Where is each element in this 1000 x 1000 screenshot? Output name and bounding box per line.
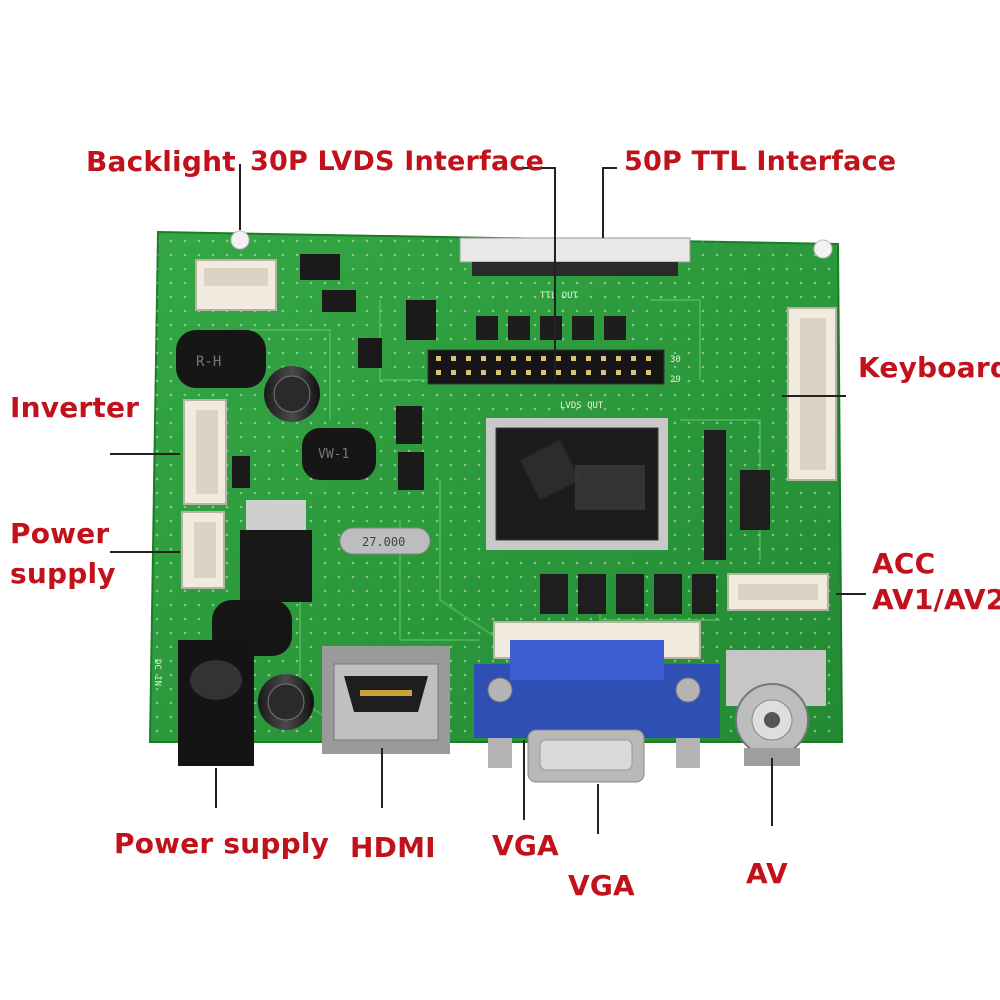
smd-array-bottom: [540, 574, 716, 614]
header-pin: [616, 356, 621, 361]
dc-in-silk: DC IN: [152, 659, 162, 686]
crystal-silk: 27.000: [362, 535, 405, 549]
small-ics: [232, 254, 436, 490]
header-pin: [481, 356, 486, 361]
dc-jack: DC IN: [152, 640, 254, 766]
lvds-out-silk: LVDS OUT: [560, 401, 604, 411]
header-pin: [451, 356, 456, 361]
keyboard-connector: [787, 307, 837, 481]
label-hdmi: HDMI: [350, 831, 436, 864]
inductor-rh: R-H: [176, 330, 266, 388]
label-keyboard: Keyboard: [858, 351, 1000, 384]
lvds-pin-header: 30 29 LVDS OUT: [427, 349, 681, 411]
av-rca-jack: [726, 650, 826, 766]
label-acc: ACC: [872, 547, 936, 580]
header-pin: [526, 370, 531, 375]
header-pin: [451, 370, 456, 375]
header-pin: [511, 356, 516, 361]
voltage-regulator: [240, 500, 312, 602]
header-pin: [436, 370, 441, 375]
header-pin: [511, 370, 516, 375]
inverter-connector: [183, 399, 227, 505]
label-inverter: Inverter: [10, 391, 140, 424]
leader-lines: [110, 164, 866, 834]
label-vga-2: VGA: [568, 869, 635, 902]
inductor-vw1: VW-1: [302, 428, 376, 480]
acc-av-connector: [727, 573, 829, 611]
label-lvds: 30P LVDS Interface: [250, 146, 545, 177]
header-pin: [631, 356, 636, 361]
header-pin: [466, 356, 471, 361]
smd-column-right: [704, 430, 770, 560]
label-power-supply-left-2: supply: [10, 557, 116, 590]
header-pin: [466, 370, 471, 375]
power-connector-side: [181, 511, 225, 589]
inductor-vw1-silk: VW-1: [318, 447, 349, 462]
label-vga-1: VGA: [492, 829, 559, 862]
capacitor-2: [258, 674, 314, 730]
crystal-oscillator: 27.000: [339, 527, 431, 555]
header-pin: [646, 356, 651, 361]
label-power-supply-left-1: Power: [10, 517, 110, 550]
ttl-fpc-connector: TTL OUT: [459, 237, 691, 301]
header-pin: [601, 356, 606, 361]
label-power-supply-bottom: Power supply: [114, 827, 330, 860]
header-pin: [601, 370, 606, 375]
header-pin: [436, 356, 441, 361]
header-pin: [631, 370, 636, 375]
header-pin: [571, 356, 576, 361]
vga-port: [474, 640, 720, 783]
ttl-out-silk: TTL OUT: [540, 291, 579, 301]
pin-29-silk: 29: [670, 375, 681, 385]
header-pin: [556, 356, 561, 361]
label-backlight: Backlight: [86, 145, 236, 178]
label-av: AV: [746, 857, 788, 890]
header-pin: [571, 370, 576, 375]
main-scaler-chip: [486, 418, 668, 550]
inductor-rh-silk: R-H: [196, 354, 221, 370]
header-pin: [616, 370, 621, 375]
label-av1-av2: AV1/AV2: [872, 583, 1000, 616]
header-pin: [646, 370, 651, 375]
smd-array-top: [476, 316, 626, 340]
label-ttl: 50P TTL Interface: [624, 146, 897, 177]
backlight-connector: [195, 259, 277, 311]
header-pin: [496, 356, 501, 361]
capacitor-1: [264, 366, 320, 422]
header-pin: [541, 356, 546, 361]
pin-30-silk: 30: [670, 355, 681, 365]
header-pin: [541, 370, 546, 375]
header-pin: [526, 356, 531, 361]
header-pin: [556, 370, 561, 375]
hdmi-port: [322, 646, 450, 754]
header-pin: [496, 370, 501, 375]
header-pin: [586, 370, 591, 375]
header-pin: [481, 370, 486, 375]
header-pin: [586, 356, 591, 361]
